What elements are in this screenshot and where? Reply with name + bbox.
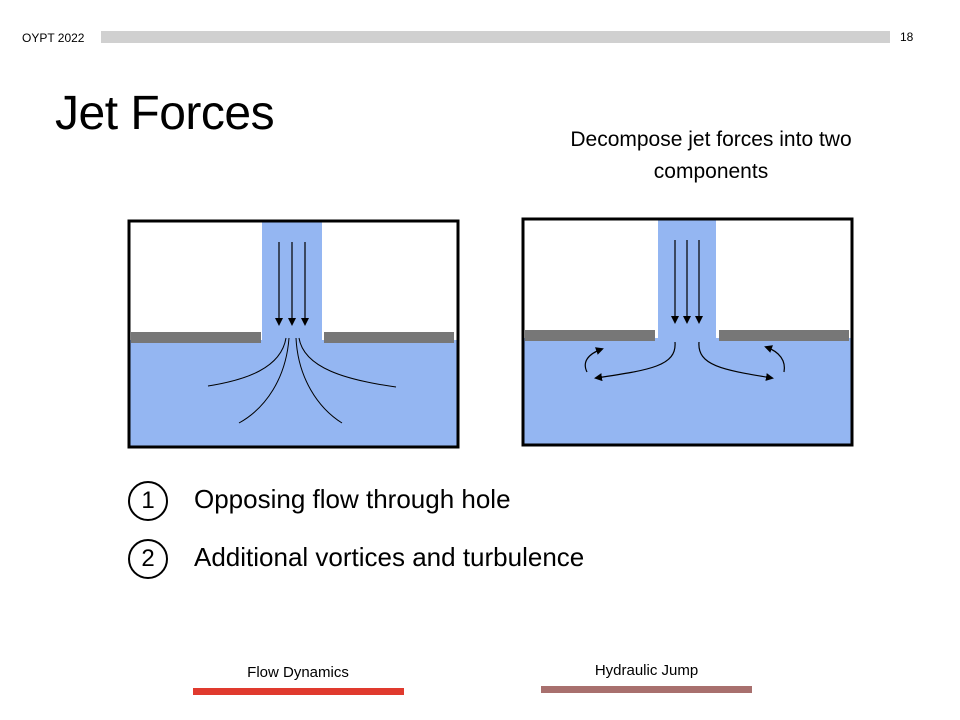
number-circle: 2 <box>128 539 168 579</box>
vortex-arrow-right <box>764 345 785 373</box>
container-frame <box>127 219 460 449</box>
vortex-arrow-left <box>584 347 604 373</box>
flow-line <box>207 337 287 387</box>
plate-right <box>324 332 454 343</box>
progress-bar <box>101 31 890 43</box>
spread-arrow-right <box>698 341 774 381</box>
plate-left <box>131 332 261 343</box>
list-item-text: Opposing flow through hole <box>194 484 511 514</box>
plate-right <box>719 330 849 341</box>
slide-title: Jet Forces <box>55 87 275 140</box>
flow-dynamics-link-bar[interactable] <box>193 688 404 695</box>
plate-left <box>525 330 655 341</box>
opposing-flow-diagram <box>127 219 460 449</box>
hydraulic-jump-link[interactable]: Hydraulic Jump <box>594 662 699 679</box>
page-number: 18 <box>900 30 914 44</box>
flow-line <box>295 337 343 424</box>
water-pool <box>129 340 458 447</box>
flow-line <box>238 337 290 424</box>
flow-line <box>298 337 397 388</box>
flow-dynamics-link[interactable]: Flow Dynamics <box>247 664 349 681</box>
container-frame <box>521 217 854 447</box>
slide-subtitle: Decompose jet forces into two components <box>570 128 852 183</box>
hydraulic-jump-link-bar[interactable] <box>541 686 752 693</box>
vortices-diagram <box>521 217 854 447</box>
number-circle: 1 <box>128 481 168 521</box>
header-label: OYPT 2022 <box>22 31 85 45</box>
list-item-text: Additional vortices and turbulence <box>194 542 585 572</box>
water-pool <box>523 338 852 445</box>
spread-arrow-left <box>594 341 676 382</box>
